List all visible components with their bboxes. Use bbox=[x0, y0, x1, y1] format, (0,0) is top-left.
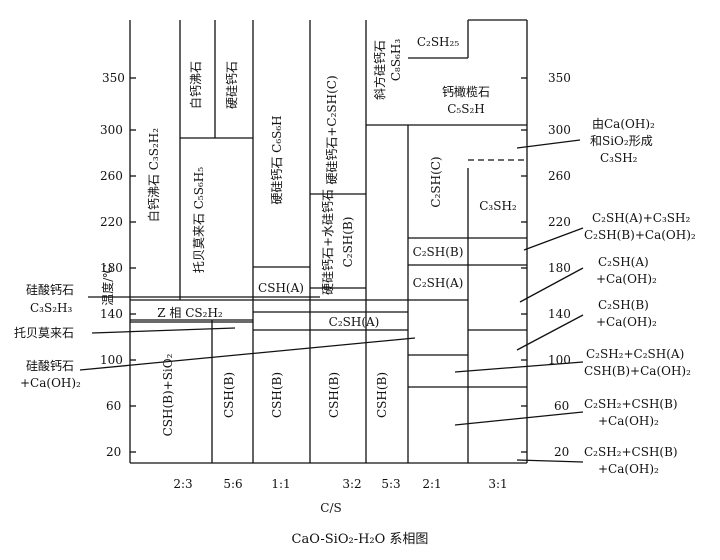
ann-a1-2: 和SiO₂形成 bbox=[590, 134, 653, 148]
phase-cshb-3: CSH(B) bbox=[327, 372, 341, 418]
ann-a6-1: C₂SH₂+CSH(B) bbox=[584, 397, 678, 411]
phase-z: Z 相 CS₂H₂ bbox=[157, 306, 223, 320]
leader-a7 bbox=[516, 459, 584, 463]
phase-xonotlite-c2shc: 硬硅钙石+C₂SH(C) bbox=[325, 75, 339, 184]
y-tick-right-220: 220 bbox=[548, 215, 571, 229]
phase-cshb-1: CSH(B) bbox=[222, 372, 236, 418]
y-tick-left-350: 350 bbox=[102, 71, 125, 85]
phase-c2shc: C₂SH(C) bbox=[429, 156, 443, 207]
y-tick-right-300: 300 bbox=[548, 123, 571, 137]
leader-a5 bbox=[454, 361, 584, 373]
ann-a4-2: +Ca(OH)₂ bbox=[596, 315, 657, 329]
ann-b3-2: +Ca(OH)₂ bbox=[20, 376, 81, 390]
left-ticks bbox=[130, 77, 136, 453]
figure-caption: CaO-SiO₂-H₂O 系相图 bbox=[292, 532, 429, 547]
phase-c2sha-low: C₂SH(A) bbox=[329, 315, 380, 329]
ann-b3-1: 硅酸钙石 bbox=[26, 358, 74, 373]
right-ticks bbox=[521, 77, 527, 453]
y-tick-left-100: 100 bbox=[100, 353, 123, 367]
phase-c2shb-small: C₂SH(B) bbox=[341, 217, 355, 268]
phase-jaffeite: 钙橄榄石 bbox=[442, 84, 490, 99]
ann-a1-3: C₃SH₂ bbox=[600, 151, 638, 165]
phase-kilchoanite: 斜方硅钙石 bbox=[372, 40, 387, 100]
y-tick-left-60: 60 bbox=[106, 399, 121, 413]
y-axis-label: 温度/℃ bbox=[100, 264, 115, 305]
phase-c5s2h: C₅S₂H bbox=[447, 102, 485, 116]
ann-a7-1: C₂SH₂+CSH(B) bbox=[584, 445, 678, 459]
ann-a3-1: C₂SH(A) bbox=[598, 255, 649, 269]
y-tick-left-260: 260 bbox=[100, 169, 123, 183]
y-tick-right-350: 350 bbox=[548, 71, 571, 85]
y-tick-left-180: 180 bbox=[100, 261, 123, 275]
phase-c3s2h2: 白钙沸石 C₃S₂H₂ bbox=[146, 128, 161, 222]
phase-c8s6h3: C₈S₆H₃ bbox=[389, 39, 403, 81]
leader-a6 bbox=[454, 411, 584, 426]
x-tick-3-1: 3:1 bbox=[488, 477, 507, 491]
y-tick-right-20: 20 bbox=[554, 445, 569, 459]
leader-b2 bbox=[91, 327, 236, 334]
x-tick-2-1: 2:1 bbox=[422, 477, 441, 491]
phase-csha: CSH(A) bbox=[258, 281, 304, 295]
y-tick-left-220: 220 bbox=[100, 215, 123, 229]
phase-tobermorite-c5s6h5: 托贝莫来石 C₅S₆H₅ bbox=[192, 167, 206, 273]
phase-xonotlite-water: 硬硅钙石+水硅钙石 bbox=[321, 189, 335, 295]
phase-white-zeolite: 白钙沸石 bbox=[188, 61, 203, 109]
y-tick-right-180: 180 bbox=[548, 261, 571, 275]
x-tick-2-3: 2:3 bbox=[173, 477, 192, 491]
ann-a2-2: C₂SH(B)+Ca(OH)₂ bbox=[584, 228, 696, 242]
phase-xonotlite-top: 硬硅钙石 bbox=[225, 61, 239, 109]
x-tick-5-6: 5:6 bbox=[223, 477, 242, 491]
ann-a5-2: CSH(B)+Ca(OH)₂ bbox=[584, 364, 691, 378]
leader-a2 bbox=[523, 227, 584, 251]
ann-a2-1: C₂SH(A)+C₃SH₂ bbox=[592, 211, 690, 225]
ann-b1-2: C₃S₂H₃ bbox=[30, 301, 72, 315]
leader-a4 bbox=[516, 314, 584, 351]
leader-a1 bbox=[516, 139, 581, 149]
ann-a5-1: C₂SH₂+C₂SH(A) bbox=[586, 347, 684, 361]
phase-cshb-sio2: CSH(B)+SiO₂ bbox=[161, 353, 175, 436]
ann-b2: 托贝莫来石 bbox=[14, 326, 74, 340]
y-tick-left-300: 300 bbox=[100, 123, 123, 137]
ann-a4-1: C₂SH(B) bbox=[598, 298, 649, 312]
ann-a1-1: 由Ca(OH)₂ bbox=[592, 117, 655, 131]
leader-b3 bbox=[79, 337, 416, 371]
phase-c2shb-right: C₂SH(B) bbox=[413, 245, 464, 259]
phase-cshb-2: CSH(B) bbox=[270, 372, 284, 418]
y-tick-right-140: 140 bbox=[548, 307, 571, 321]
ann-b1-1: 硅酸钙石 bbox=[26, 282, 74, 297]
x-axis-label: C/S bbox=[320, 501, 341, 515]
ann-a7-2: +Ca(OH)₂ bbox=[598, 462, 659, 476]
y-tick-left-140: 140 bbox=[100, 307, 123, 321]
x-tick-1-1: 1:1 bbox=[271, 477, 290, 491]
leader-a3 bbox=[519, 267, 584, 303]
phase-xonotlite-c6s6h: 硬硅钙石 C₆S₆H bbox=[270, 115, 284, 204]
y-tick-right-260: 260 bbox=[548, 169, 571, 183]
x-tick-5-3: 5:3 bbox=[381, 477, 400, 491]
y-tick-left-20: 20 bbox=[106, 445, 121, 459]
x-tick-3-2: 3:2 bbox=[342, 477, 361, 491]
ann-a3-2: +Ca(OH)₂ bbox=[596, 272, 657, 286]
phase-c2sha-right: C₂SH(A) bbox=[413, 276, 464, 290]
phase-c3sh2: C₃SH₂ bbox=[479, 199, 517, 213]
ann-a6-2: +Ca(OH)₂ bbox=[598, 414, 659, 428]
phase-c2sh25: C₂SH₂₅ bbox=[417, 35, 459, 49]
y-tick-right-60: 60 bbox=[554, 399, 569, 413]
phase-cshb-4: CSH(B) bbox=[375, 372, 389, 418]
y-tick-right-100: 100 bbox=[548, 353, 571, 367]
